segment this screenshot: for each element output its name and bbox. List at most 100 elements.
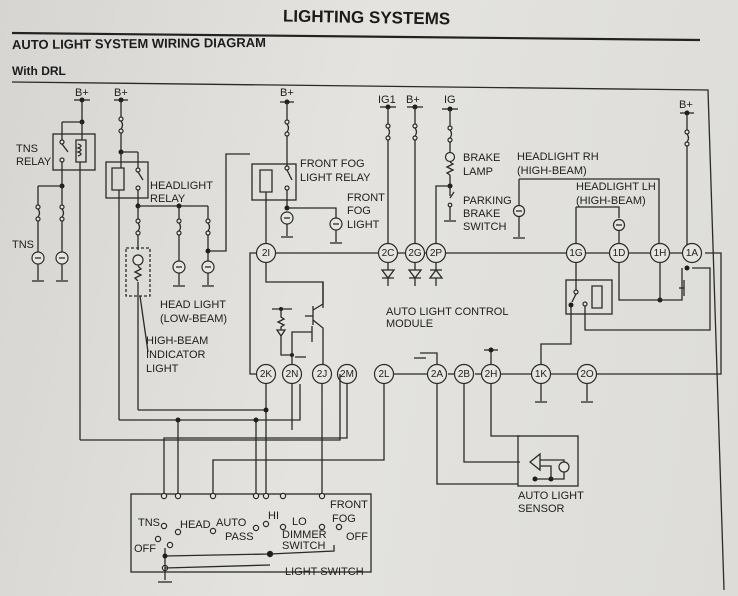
headlight-relay-coil-icon [111,167,125,191]
switch-terminal-icon [209,527,217,535]
switch-harness [80,374,520,498]
connector-2n: 2N [281,363,303,385]
switch-pos-hi: HI [268,510,279,522]
switch-terminal-icon [174,528,182,536]
tns-relay-coil-icon [75,139,87,163]
connector-2j: 2J [311,363,333,385]
brake-lamp-icon [444,151,456,163]
light-switch-box [130,493,372,573]
connector-2c: 2C [377,242,399,264]
front-fog-relay-coil-icon [259,169,273,193]
switch-pos-tns: TNS [138,517,160,529]
bplus-label-4: B+ [406,94,420,106]
connector-1g: 1G [565,242,587,264]
connector-2g: 2G [404,242,426,264]
connector-label: 2O [580,369,594,380]
connector-label: 2C [382,248,395,259]
diagram-frame [11,81,725,591]
connector-1d: 1D [608,242,630,264]
bplus-label-3: B+ [280,87,294,99]
switch-terminal-icon [279,492,287,500]
high-beam-circuit: HEADLIGHT RH(HIGH-BEAM) HEADLIGHT LH(HIG… [512,99,694,246]
connector-2b: 2B [453,363,475,385]
header-rule [11,31,701,42]
connector-pin-icon [565,242,587,264]
switch-terminal-icon [335,523,343,531]
front-fog-relay-box [251,163,297,201]
connector-label: 2L [378,369,390,380]
tns-relay-box [52,133,96,171]
switch-terminal-icon [160,522,168,530]
switch-terminal-icon [252,492,260,500]
switch-terminal-icon [154,535,162,543]
connector-label: 2K [260,369,273,380]
connector-label: 2G [408,248,422,259]
switch-terminal-icon [166,541,174,549]
switch-terminal-icon [279,523,287,531]
connector-label: 2B [458,369,471,380]
switch-terminal-icon [262,520,270,528]
switch-pos-lo: LO [292,516,307,528]
amplifier-icon [528,452,541,472]
connector-2i: 2I [255,242,277,264]
connector-label: 2A [431,369,444,380]
drl-relay-coil-icon [591,285,603,309]
connector-2h: 2H [480,363,502,385]
connector-pin-icon [281,363,303,385]
connector-1k: 1K [530,363,552,385]
bplus-label-2: B+ [114,87,128,99]
connector-pin-icon [576,363,598,385]
connector-label: 2N [286,369,299,380]
connector-label: 2H [485,369,498,380]
connector-label: 1D [613,248,626,259]
connector-pin-icon [255,363,277,385]
light-switch-label: LIGHT SWITCH [285,566,364,578]
switch-terminal-icon [318,523,326,531]
connector-2a: 2A [426,363,448,385]
ig-label: IG [444,94,456,106]
ig1-label: IG1 [378,94,396,106]
drl-relay-box [565,279,613,315]
headlight-relay-box [105,161,149,199]
connector-label: 2J [317,369,328,380]
connector-2m: 2M [336,363,358,385]
connector-pin-icon [255,242,277,264]
switch-terminal-icon [252,524,260,532]
connector-pin-icon [453,363,475,385]
sensor-box [517,435,579,487]
connector-2o: 2O [576,363,598,385]
head-light-low-label: HEAD LIGHT(LOW-BEAM) [160,299,227,325]
connector-pin-icon [530,363,552,385]
connector-2l: 2L [373,363,395,385]
connector-pin-icon [480,363,502,385]
bplus-label-5: B+ [679,99,693,111]
connector-pin-icon [681,242,703,264]
connector-pin-icon [425,242,447,264]
switch-pos-head: HEAD [180,519,211,531]
connector-1a: 1A [681,242,703,264]
switch-terminal-icon [262,492,270,500]
connector-pin-icon [608,242,630,264]
diode-icon [428,268,444,279]
switch-pos-fog: FOG [332,513,356,525]
connector-label: 2P [430,248,443,259]
switch-terminal-icon [174,492,182,500]
connector-label: 1K [535,369,548,380]
connector-pin-icon [649,242,671,264]
headlight-rh-label: HEADLIGHT RH(HIGH-BEAM) [517,151,599,177]
connector-pin-icon [311,363,333,385]
connector-2k: 2K [255,363,277,385]
switch-terminal-icon [209,492,217,500]
diode-icon [407,269,423,280]
